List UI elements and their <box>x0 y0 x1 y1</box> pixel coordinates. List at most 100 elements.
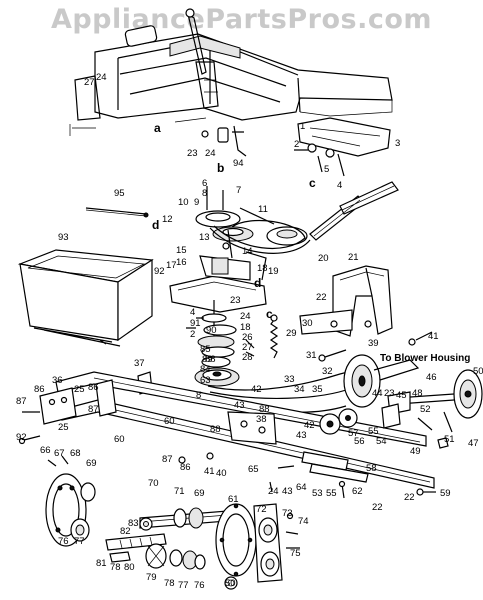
callout: 23 <box>187 148 198 159</box>
callout: 6 <box>202 178 207 189</box>
callout: 73 <box>282 508 293 519</box>
storage-box-93 <box>17 249 154 347</box>
callout: 32 <box>322 366 333 377</box>
callout: 22 <box>316 292 327 303</box>
drive-stack-center <box>186 300 240 387</box>
callout: 69 <box>86 458 97 469</box>
blower-guard-21-22 <box>299 265 393 337</box>
callout: 41 <box>428 331 439 342</box>
callout: 42 <box>304 420 315 431</box>
bearing-housing-right <box>395 369 483 419</box>
callout: 41 <box>204 466 215 477</box>
callout: 13 <box>199 232 210 243</box>
callout: 66 <box>40 445 51 456</box>
callout: 87 <box>162 454 173 465</box>
shift-lever <box>185 8 219 109</box>
callout: 45 <box>396 390 407 401</box>
callout: 87 <box>88 404 99 415</box>
callout: 7 <box>236 185 241 196</box>
callout: 61 <box>228 494 239 505</box>
callout: 12 <box>162 214 173 225</box>
callout: 76 <box>58 536 69 547</box>
callout: 81 <box>96 558 107 569</box>
callout: 87 <box>16 396 27 407</box>
callout: 24 <box>96 72 107 83</box>
callout: 16 <box>176 257 187 268</box>
callout: 77 <box>178 580 189 591</box>
callout: 40 <box>216 468 227 479</box>
callout: 57 <box>348 428 359 439</box>
callout: 4 <box>337 180 342 191</box>
misc-bolts-lower-left <box>18 435 69 467</box>
callout: 8 <box>202 188 207 199</box>
idler-pulleys <box>319 391 453 449</box>
callout: 23 <box>230 295 241 306</box>
callout: 91 <box>190 318 201 329</box>
cable-95 <box>85 207 149 218</box>
small-hardware-a <box>174 117 247 157</box>
bolts-right <box>318 331 433 362</box>
callout: 90 <box>206 325 217 336</box>
callout: 77 <box>74 536 85 547</box>
callout: 31 <box>306 350 317 361</box>
callout: 1 <box>300 121 305 132</box>
mounting-plate <box>169 251 267 313</box>
callout: 92 <box>154 266 165 277</box>
spring-29 <box>245 314 279 359</box>
callout: 2 <box>190 329 195 340</box>
note-to-blower-housing: To Blower Housing <box>380 353 470 364</box>
bracket-36 <box>22 387 77 425</box>
callout: 11 <box>258 204 268 215</box>
callout: 68 <box>70 448 81 459</box>
callout: 43 <box>296 430 307 441</box>
callout: 74 <box>298 516 309 527</box>
callout: 46 <box>426 372 437 383</box>
gearbox-housing-left <box>45 473 96 547</box>
callout: 78 <box>110 562 121 573</box>
callout: 28 <box>242 352 253 363</box>
callout: 93 <box>58 232 69 243</box>
callout: 63 <box>200 375 211 386</box>
callout: 8 <box>196 390 201 401</box>
callout: 89 <box>202 354 213 365</box>
callout: 60 <box>164 416 175 427</box>
callout: 36 <box>52 375 63 386</box>
callout: 44 <box>372 388 383 399</box>
callout: 9 <box>194 197 199 208</box>
drain-plug-50 <box>224 576 238 590</box>
callout: 48 <box>412 388 423 399</box>
callout: 49 <box>410 446 421 457</box>
ref-letter-b: b <box>217 161 224 175</box>
callout: 79 <box>146 572 157 583</box>
callout: 3 <box>395 138 400 149</box>
callout: 80 <box>124 562 135 573</box>
callout: 55 <box>326 488 337 499</box>
callout: 62 <box>352 486 363 497</box>
callout: 18 <box>257 263 268 274</box>
watermark: AppliancePartsPros.com <box>50 4 433 35</box>
callout: 24 <box>240 311 251 322</box>
callout: 51 <box>444 434 455 445</box>
callout: 54 <box>376 436 387 447</box>
callout: 59 <box>440 488 451 499</box>
callout: 15 <box>176 245 187 256</box>
callout: 50 <box>473 366 483 377</box>
callout: 58 <box>366 463 377 474</box>
callout: 10 <box>178 197 189 208</box>
ref-letter-a: a <box>154 121 161 135</box>
ref-letter-d: d <box>152 218 159 232</box>
callout: 84 <box>200 364 211 375</box>
gasket-61 <box>215 503 257 577</box>
callout: 22 <box>404 492 415 503</box>
callout: 25 <box>58 422 69 433</box>
worm-gear-shaft <box>105 517 206 570</box>
callout: 82 <box>120 526 131 537</box>
callout: 26 <box>242 332 253 343</box>
callout: 17 <box>166 260 177 271</box>
tractor-frame-top <box>69 25 393 136</box>
pulley-assembly-upper <box>195 186 311 259</box>
callout: 52 <box>420 404 431 415</box>
callout: 78 <box>164 578 175 589</box>
callout: 69 <box>194 488 205 499</box>
